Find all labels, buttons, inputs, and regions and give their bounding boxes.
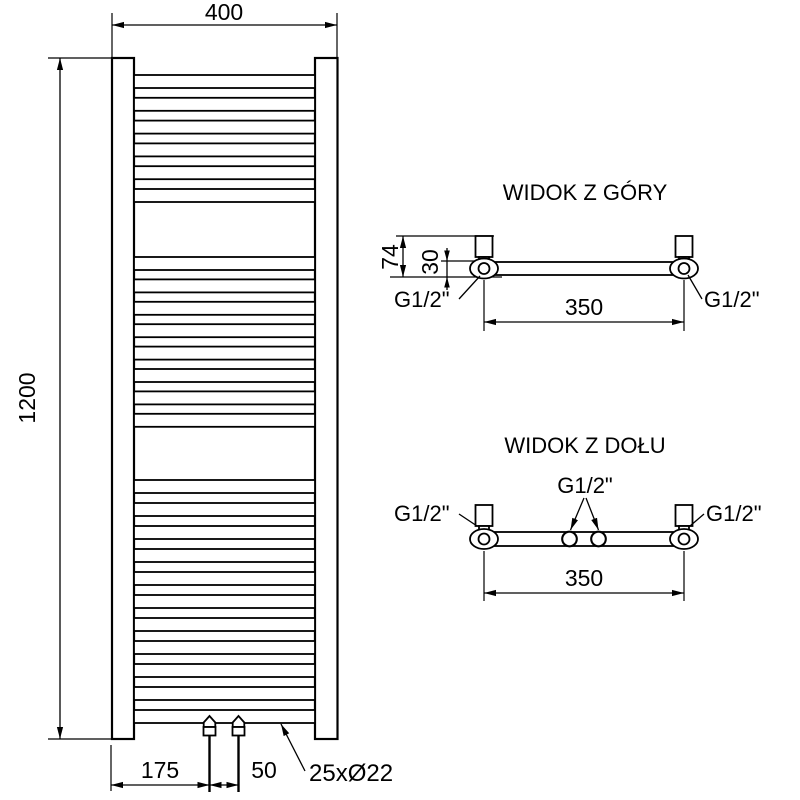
left-valve-body: [202, 726, 217, 737]
tube-count-label: 25xØ22: [309, 760, 393, 787]
left-wall-bracket: [474, 504, 494, 527]
leader-line: [280, 723, 306, 772]
left-wall-bracket: [474, 235, 494, 258]
dimension-value-height: 1200: [14, 372, 40, 423]
radiator-rung: [133, 256, 316, 271]
radiator-rung: [133, 640, 316, 655]
bottom-connection-valves: [202, 714, 246, 792]
rungs: [133, 74, 316, 724]
radiator-rung: [133, 571, 316, 586]
dimension-value-pipe-spacing: 50: [251, 757, 277, 783]
radiator-rung: [133, 663, 316, 678]
dimension-bottom-offsets: 175 50: [110, 745, 277, 791]
radiator-rung: [133, 345, 316, 361]
radiator-rung: [133, 165, 316, 181]
center-connection-hole: [590, 530, 607, 548]
radiator-rung: [133, 278, 316, 294]
leader-line: [569, 497, 585, 531]
top-view-connection-labels: G1/2" G1/2": [394, 274, 760, 312]
top-view-body: [469, 235, 699, 280]
center-connection-label: G1/2": [557, 473, 613, 498]
radiator-rung: [133, 709, 316, 724]
dimension-offset-30: 30: [417, 248, 477, 290]
radiator-rung: [133, 502, 316, 517]
left-connection-hole: [477, 262, 491, 275]
right-connection-hole: [677, 532, 691, 546]
front-view: 400 1200 175: [14, 0, 393, 792]
left-connection-label: G1/2": [394, 287, 450, 312]
dimension-value-offset: 30: [417, 249, 443, 275]
bottom-view-title: WIDOK Z DOŁU: [504, 433, 665, 458]
right-connection-hole: [677, 262, 691, 275]
dimension-value-pipe-offset: 175: [141, 757, 179, 783]
bottom-view-connection-labels: G1/2" G1/2": [394, 501, 762, 527]
arrowhead: [444, 250, 450, 261]
radiator-rung: [133, 96, 316, 112]
dimension-value-depth: 74: [377, 244, 403, 270]
left-connection-hole: [477, 532, 491, 546]
radiator-rung: [133, 188, 316, 203]
dimension-value-width: 400: [205, 0, 243, 25]
radiator-rung: [133, 525, 316, 540]
radiator-rung: [133, 617, 316, 632]
top-view: WIDOK Z GÓRY 74 30: [377, 180, 760, 331]
leader-line: [458, 275, 481, 300]
radiator-rung: [133, 390, 316, 406]
bottom-view-body: [469, 504, 699, 550]
center-connection-hole: [561, 530, 578, 548]
bar-profile: [489, 261, 679, 276]
radiator-body: [110, 56, 339, 741]
arrowhead: [444, 277, 450, 288]
right-wall-bracket: [674, 235, 694, 258]
center-connection-callout: G1/2": [557, 473, 613, 531]
radiator-rung: [133, 74, 316, 89]
leader-line: [687, 274, 703, 300]
radiator-rung: [133, 412, 316, 428]
top-view-title: WIDOK Z GÓRY: [503, 180, 668, 205]
leader-line: [585, 497, 600, 531]
left-connection-label: G1/2": [394, 501, 450, 526]
right-valve-body: [231, 726, 246, 737]
radiator-rung: [133, 594, 316, 609]
dimension-value-span: 350: [565, 294, 603, 320]
dimension-width-400: 400: [111, 0, 338, 57]
bar-profile: [489, 531, 679, 547]
right-connection-label: G1/2": [704, 287, 760, 312]
bottom-view: WIDOK Z DOŁU G1/2" G1/2" G1/2": [394, 433, 762, 601]
leader-line: [458, 513, 478, 527]
right-collector-tube: [313, 56, 339, 741]
radiator-rung: [133, 368, 316, 383]
dimension-height-1200: 1200: [14, 57, 134, 740]
radiator-rung: [133, 119, 316, 135]
left-collector-tube: [110, 56, 136, 741]
dimension-value-span: 350: [565, 565, 603, 591]
radiator-rung: [133, 548, 316, 563]
radiator-rung: [133, 300, 316, 316]
dimension-bottom-span-350: 350: [483, 551, 685, 601]
tube-count-callout: 25xØ22: [280, 723, 393, 787]
radiator-rung: [133, 479, 316, 494]
right-wall-bracket: [674, 504, 694, 527]
dimension-top-span-350: 350: [483, 280, 685, 331]
radiator-rung: [133, 686, 316, 701]
radiator-rung: [133, 142, 316, 158]
radiator-rung: [133, 323, 316, 339]
leader-line: [689, 513, 705, 527]
right-connection-label: G1/2": [706, 501, 762, 526]
